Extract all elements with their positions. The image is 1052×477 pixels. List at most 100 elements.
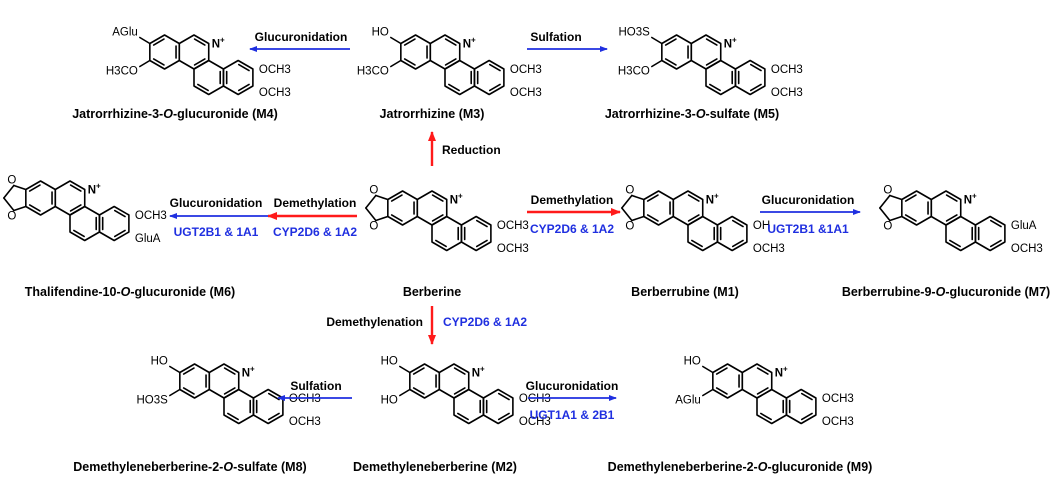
bond	[237, 83, 250, 92]
ring	[687, 215, 719, 252]
nitrogen-cation: N+	[724, 36, 737, 51]
reaction-label: Demethylenation	[326, 315, 423, 329]
bond	[412, 387, 425, 395]
bond	[193, 38, 206, 46]
bond	[756, 367, 769, 375]
bond	[3, 184, 15, 199]
bond	[621, 194, 633, 209]
ring	[69, 205, 101, 242]
substituent-label: O	[369, 185, 378, 197]
bond	[69, 184, 82, 192]
bond	[444, 38, 457, 46]
bond	[705, 38, 718, 46]
ring	[643, 190, 675, 226]
bond	[28, 204, 41, 212]
substituent-label: OCH3	[510, 87, 542, 99]
bond	[73, 229, 85, 238]
ring	[453, 388, 485, 425]
substituent-label: OCH3	[822, 416, 854, 428]
bond	[237, 63, 250, 72]
ring	[712, 363, 744, 399]
nitrogen-cation: N+	[88, 182, 101, 197]
substituent-label: AGlu	[112, 27, 138, 39]
bond	[390, 194, 403, 202]
bond	[488, 83, 501, 92]
ring	[222, 59, 254, 96]
bond	[756, 387, 769, 395]
bond	[631, 194, 645, 201]
bond	[475, 239, 488, 248]
ring	[98, 205, 130, 242]
substituent-label: OCH3	[289, 416, 321, 428]
enzyme-label: CYP2D6 & 1A2	[273, 225, 357, 239]
ring	[409, 363, 441, 399]
arrow-berberine-to-M6: Demethylation CYP2D6 & 1A2 Glucuronidati…	[169, 196, 357, 239]
arrow-berberine-to-M3: Reduction	[428, 131, 501, 166]
substituent-label: OCH3	[497, 220, 529, 232]
enzyme-label: UGT2B1 & 1A1	[174, 225, 259, 239]
bond	[152, 38, 165, 46]
substituent-label: H3CO	[106, 66, 138, 78]
bond	[989, 239, 1002, 248]
ring	[661, 34, 693, 70]
substituent-label: OCH3	[771, 64, 803, 76]
substituent-label: O	[7, 211, 16, 223]
arrow-M2-to-M8: Sulfation	[277, 379, 352, 401]
bond	[453, 387, 466, 395]
reaction-label-demethylation: Demethylation	[274, 196, 357, 210]
ring	[25, 180, 57, 216]
bond	[390, 36, 402, 45]
caption-M5: Jatrorrhizine-3-O-sulfate (M5)	[605, 107, 779, 121]
substituent-label: OCH3	[289, 393, 321, 405]
bond	[646, 194, 659, 202]
enzyme-label: UGT2B1 &1A1	[767, 222, 849, 236]
substituent-label: H3CO	[618, 66, 650, 78]
caption-M7: Berberrubine-9-O-glucuronide (M7)	[842, 285, 1050, 299]
bond	[3, 197, 15, 212]
bond	[889, 194, 903, 201]
substituent-label: HO	[381, 395, 398, 407]
bond	[431, 214, 444, 222]
substituent-label: O	[625, 221, 634, 233]
bond	[267, 412, 280, 421]
substituent-label: OCH3	[510, 64, 542, 76]
bond	[800, 412, 813, 421]
substituent-label: HO	[372, 27, 389, 39]
reaction-label: Glucuronidation	[255, 30, 348, 44]
bond	[448, 83, 460, 92]
bond	[169, 365, 181, 374]
bond	[949, 239, 961, 248]
bond	[687, 214, 700, 222]
bond	[879, 194, 891, 209]
bond	[705, 58, 718, 66]
bond	[691, 239, 703, 248]
ring	[945, 215, 977, 252]
bond	[457, 412, 469, 421]
bond	[731, 239, 744, 248]
bond	[621, 207, 633, 222]
ring	[431, 215, 463, 252]
caption-M2: Demethyleneberberine (M2)	[353, 460, 517, 474]
arrow-M1-to-M7: Glucuronidation UGT2B1 &1A1	[760, 193, 861, 236]
bond	[390, 214, 403, 222]
nitrogen-cation: N+	[472, 365, 485, 380]
bond	[945, 214, 958, 222]
bond	[365, 207, 377, 222]
nitrogen-cation: N+	[964, 192, 977, 207]
bond	[193, 58, 206, 66]
substituent-label: O	[883, 185, 892, 197]
bond	[879, 207, 891, 222]
bond	[488, 63, 501, 72]
bond	[709, 83, 721, 92]
bond	[989, 219, 1002, 228]
ring	[974, 215, 1006, 252]
substituent-label: OCH3	[822, 393, 854, 405]
substituent-label: GluA	[135, 233, 161, 245]
